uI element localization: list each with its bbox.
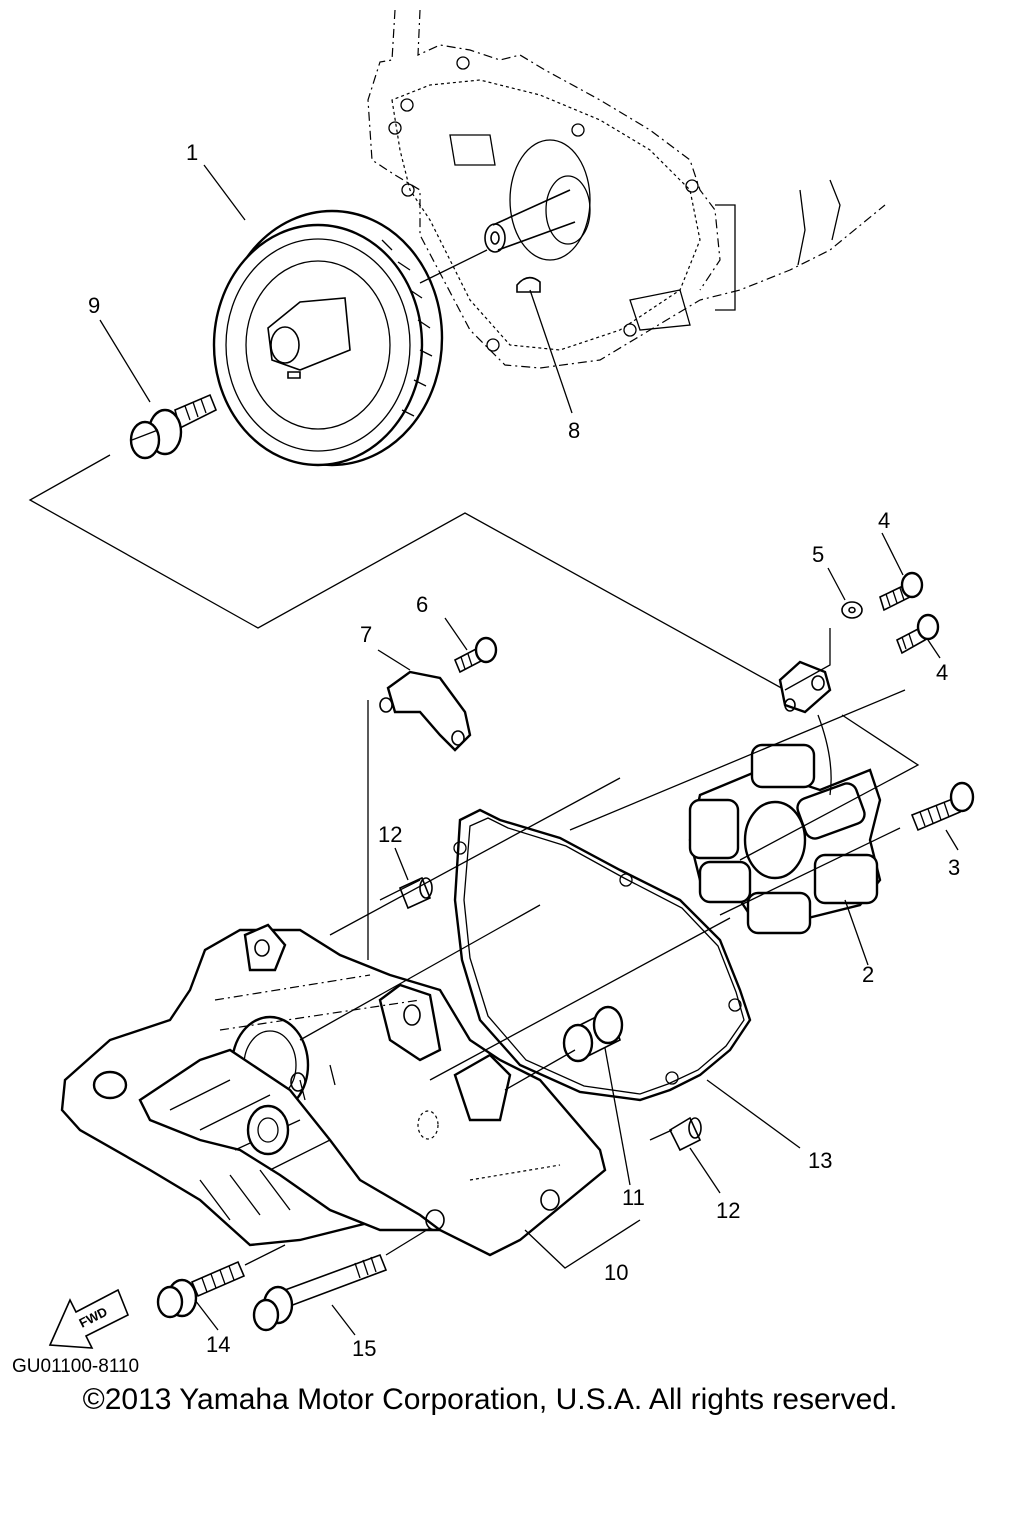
part-label-10: 10	[604, 1260, 628, 1285]
part-label-8: 8	[568, 418, 580, 443]
part-label-4b: 4	[936, 660, 948, 685]
washer	[784, 601, 863, 691]
guide-line-assembly	[28, 454, 786, 691]
crankshaft-end	[484, 139, 591, 261]
figure-code: GU01100-8110	[12, 1356, 139, 1377]
holder-screw	[453, 636, 498, 674]
part-label-11: 11	[622, 1185, 645, 1210]
pickup-screw-lower	[895, 613, 940, 655]
rotor-bolt	[129, 393, 218, 460]
cover-bolt-long	[252, 1227, 431, 1332]
part-label-12b: 12	[716, 1198, 740, 1223]
stator-coil	[688, 714, 882, 935]
copyright-notice: ©2013 Yamaha Motor Corporation, U.S.A. A…	[82, 1383, 898, 1416]
pickup-coil	[778, 660, 832, 714]
part-label-15: 15	[352, 1336, 376, 1361]
guide-line-flywheel	[419, 249, 488, 284]
part-label-6: 6	[416, 592, 428, 617]
crankcase-cover	[60, 923, 607, 1257]
forward-arrow-icon: FWD	[48, 1288, 130, 1349]
dowel-pin-lower	[668, 1116, 702, 1152]
flywheel-rotor	[212, 209, 444, 467]
lead-wire-holder	[379, 670, 472, 752]
part-label-9: 9	[88, 293, 100, 318]
dowel-pin-upper	[398, 876, 433, 910]
part-label-1: 1	[186, 140, 198, 165]
part-labels: 1 2 3 4 4 5 6 7 8 9 10 11 12 12 13 14 15…	[12, 140, 960, 1377]
part-label-5: 5	[812, 542, 824, 567]
part-label-13: 13	[808, 1148, 832, 1173]
pickup-screw-upper	[879, 571, 924, 612]
part-label-7: 7	[360, 622, 372, 647]
engine-crankcase	[367, 9, 886, 369]
part-label-12a: 12	[378, 822, 402, 847]
cover-gasket	[453, 808, 752, 1102]
part-label-3: 3	[948, 855, 960, 880]
stator-bolt	[910, 781, 975, 832]
part-label-2: 2	[862, 962, 874, 987]
guide-lines-cover	[299, 689, 920, 1141]
woodruff-key	[516, 276, 541, 293]
bushing	[562, 1005, 624, 1063]
part-label-14: 14	[206, 1332, 230, 1357]
cover-bolt-short	[156, 1244, 286, 1319]
leader-lines	[99, 164, 959, 1336]
part-label-4a: 4	[878, 508, 890, 533]
